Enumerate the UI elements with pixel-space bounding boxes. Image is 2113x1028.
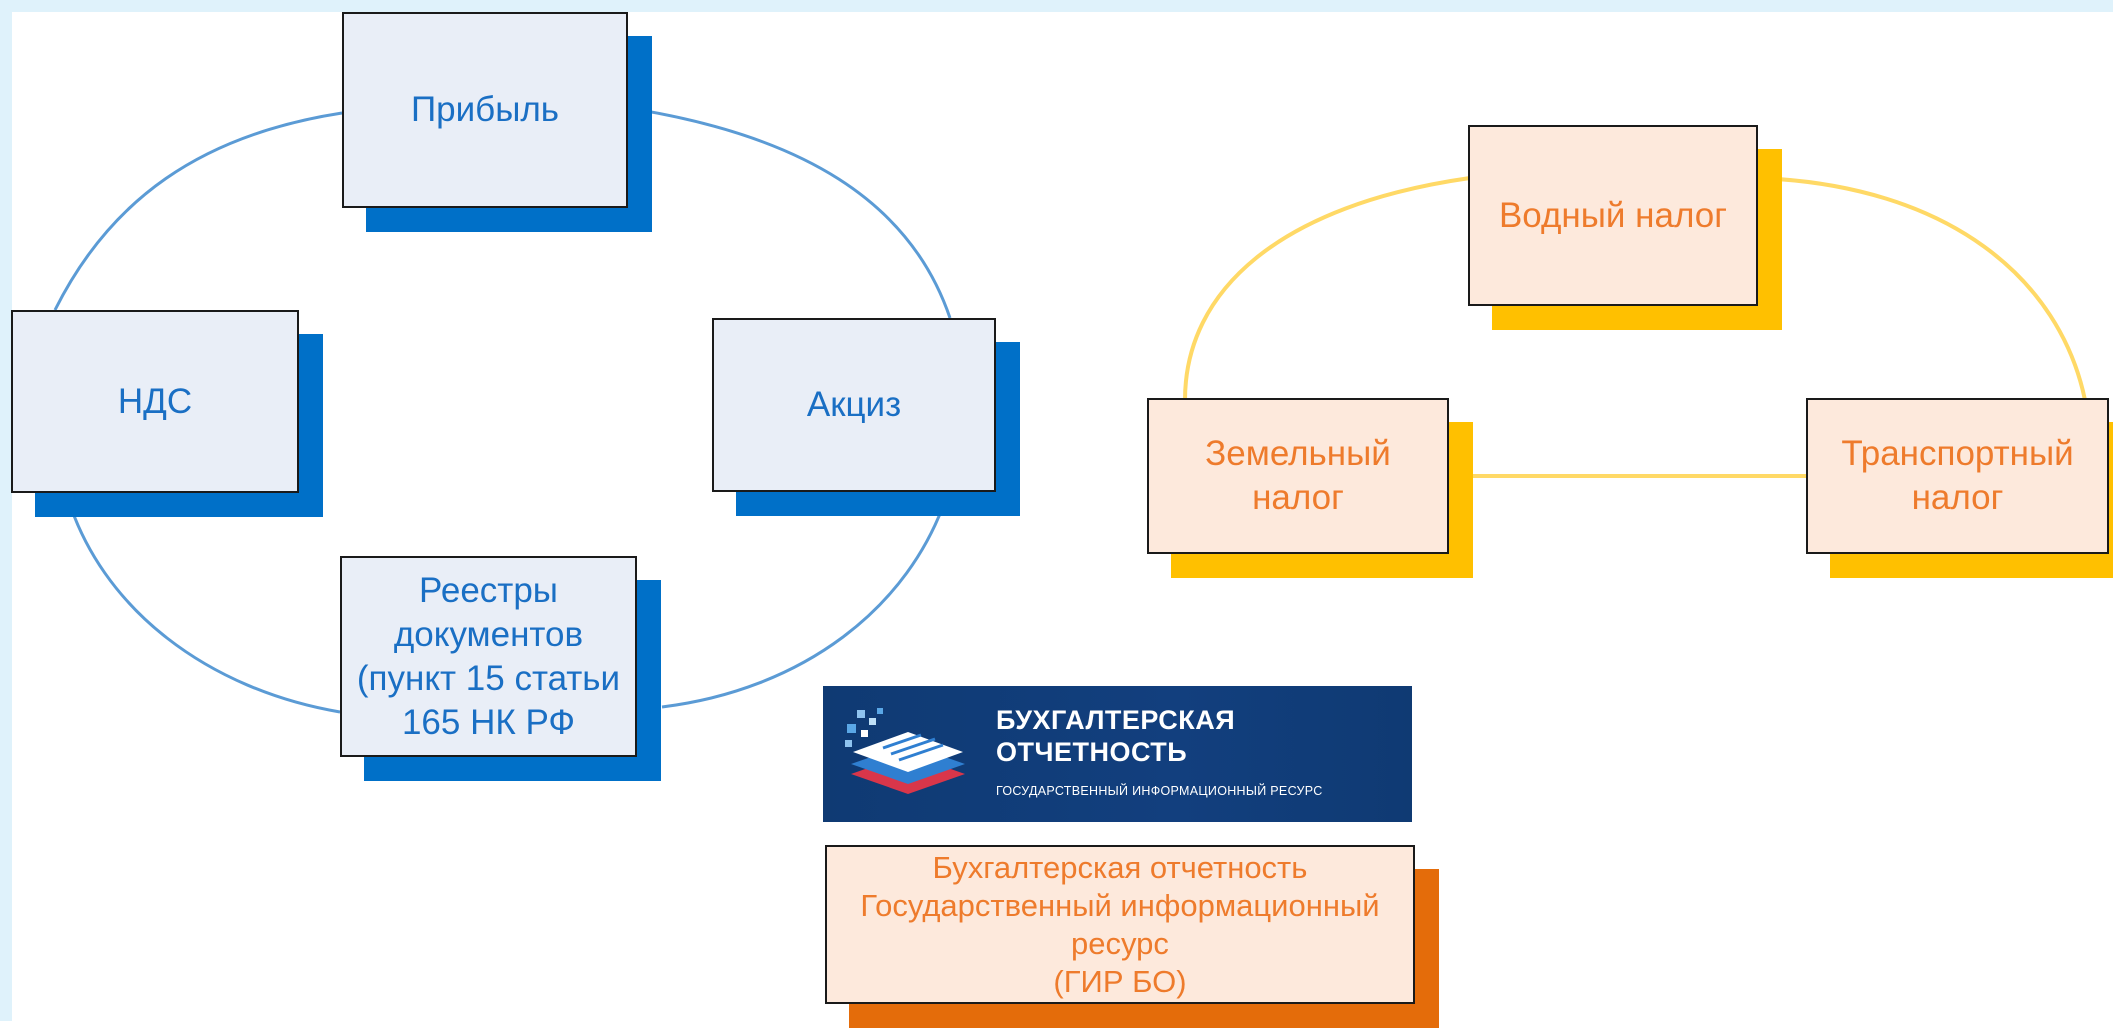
yellow-connector-left — [1183, 176, 1471, 401]
node-box: Прибыль — [342, 12, 628, 208]
node-water-tax: Водный налог — [1468, 125, 1782, 330]
node-water-tax-label: Водный налог — [1498, 195, 1728, 235]
stacked-documents-icon — [845, 708, 965, 794]
node-registries: Реестры документов (пункт 15 статьи 165 … — [340, 556, 661, 781]
blue-connector-bottom-right — [661, 491, 950, 709]
blue-connector-top-right — [627, 106, 952, 319]
node-excise-label: Акциз — [806, 385, 902, 424]
node-profit-label: Прибыль — [410, 90, 560, 129]
node-box: Реестры документов (пункт 15 статьи 165 … — [340, 556, 637, 757]
node-transport-tax: Транспортный налог — [1806, 398, 2113, 578]
node-land-tax-label: Земельный налог — [1205, 434, 1391, 517]
blue-connector-bottom-left — [64, 491, 341, 714]
node-box: Транспортный налог — [1806, 398, 2109, 554]
node-excise: Акциз — [712, 318, 1020, 516]
node-box: Земельный налог — [1147, 398, 1449, 554]
node-profit: Прибыль — [342, 12, 652, 232]
node-box: НДС — [11, 310, 299, 493]
yellow-connector-right — [1757, 176, 2087, 401]
node-box: Акциз — [712, 318, 996, 492]
logo-subtitle: ГОСУДАРСТВЕННЫЙ ИНФОРМАЦИОННЫЙ РЕСУРС — [996, 784, 1323, 798]
node-vat: НДС — [11, 310, 323, 517]
logo-title: БУХГАЛТЕРСКАЯ ОТЧЕТНОСТЬ — [996, 705, 1236, 767]
node-vat-label: НДС — [117, 381, 193, 421]
node-box: Водный налог — [1468, 125, 1758, 306]
node-box: Бухгалтерская отчетность Государственный… — [825, 845, 1415, 1004]
node-gir-bo-label: Бухгалтерская отчетность Государственный… — [860, 849, 1380, 999]
node-land-tax: Земельный налог — [1147, 398, 1473, 578]
gir-bo-logo-banner: БУХГАЛТЕРСКАЯ ОТЧЕТНОСТЬ ГОСУДАРСТВЕННЫЙ… — [823, 686, 1412, 822]
node-transport-tax-label: Транспортный налог — [1841, 434, 2074, 517]
node-registries-label: Реестры документов (пункт 15 статьи 165 … — [356, 570, 621, 742]
blue-connector-top-left — [53, 111, 343, 311]
node-gir-bo: Бухгалтерская отчетность Государственный… — [825, 845, 1439, 1028]
